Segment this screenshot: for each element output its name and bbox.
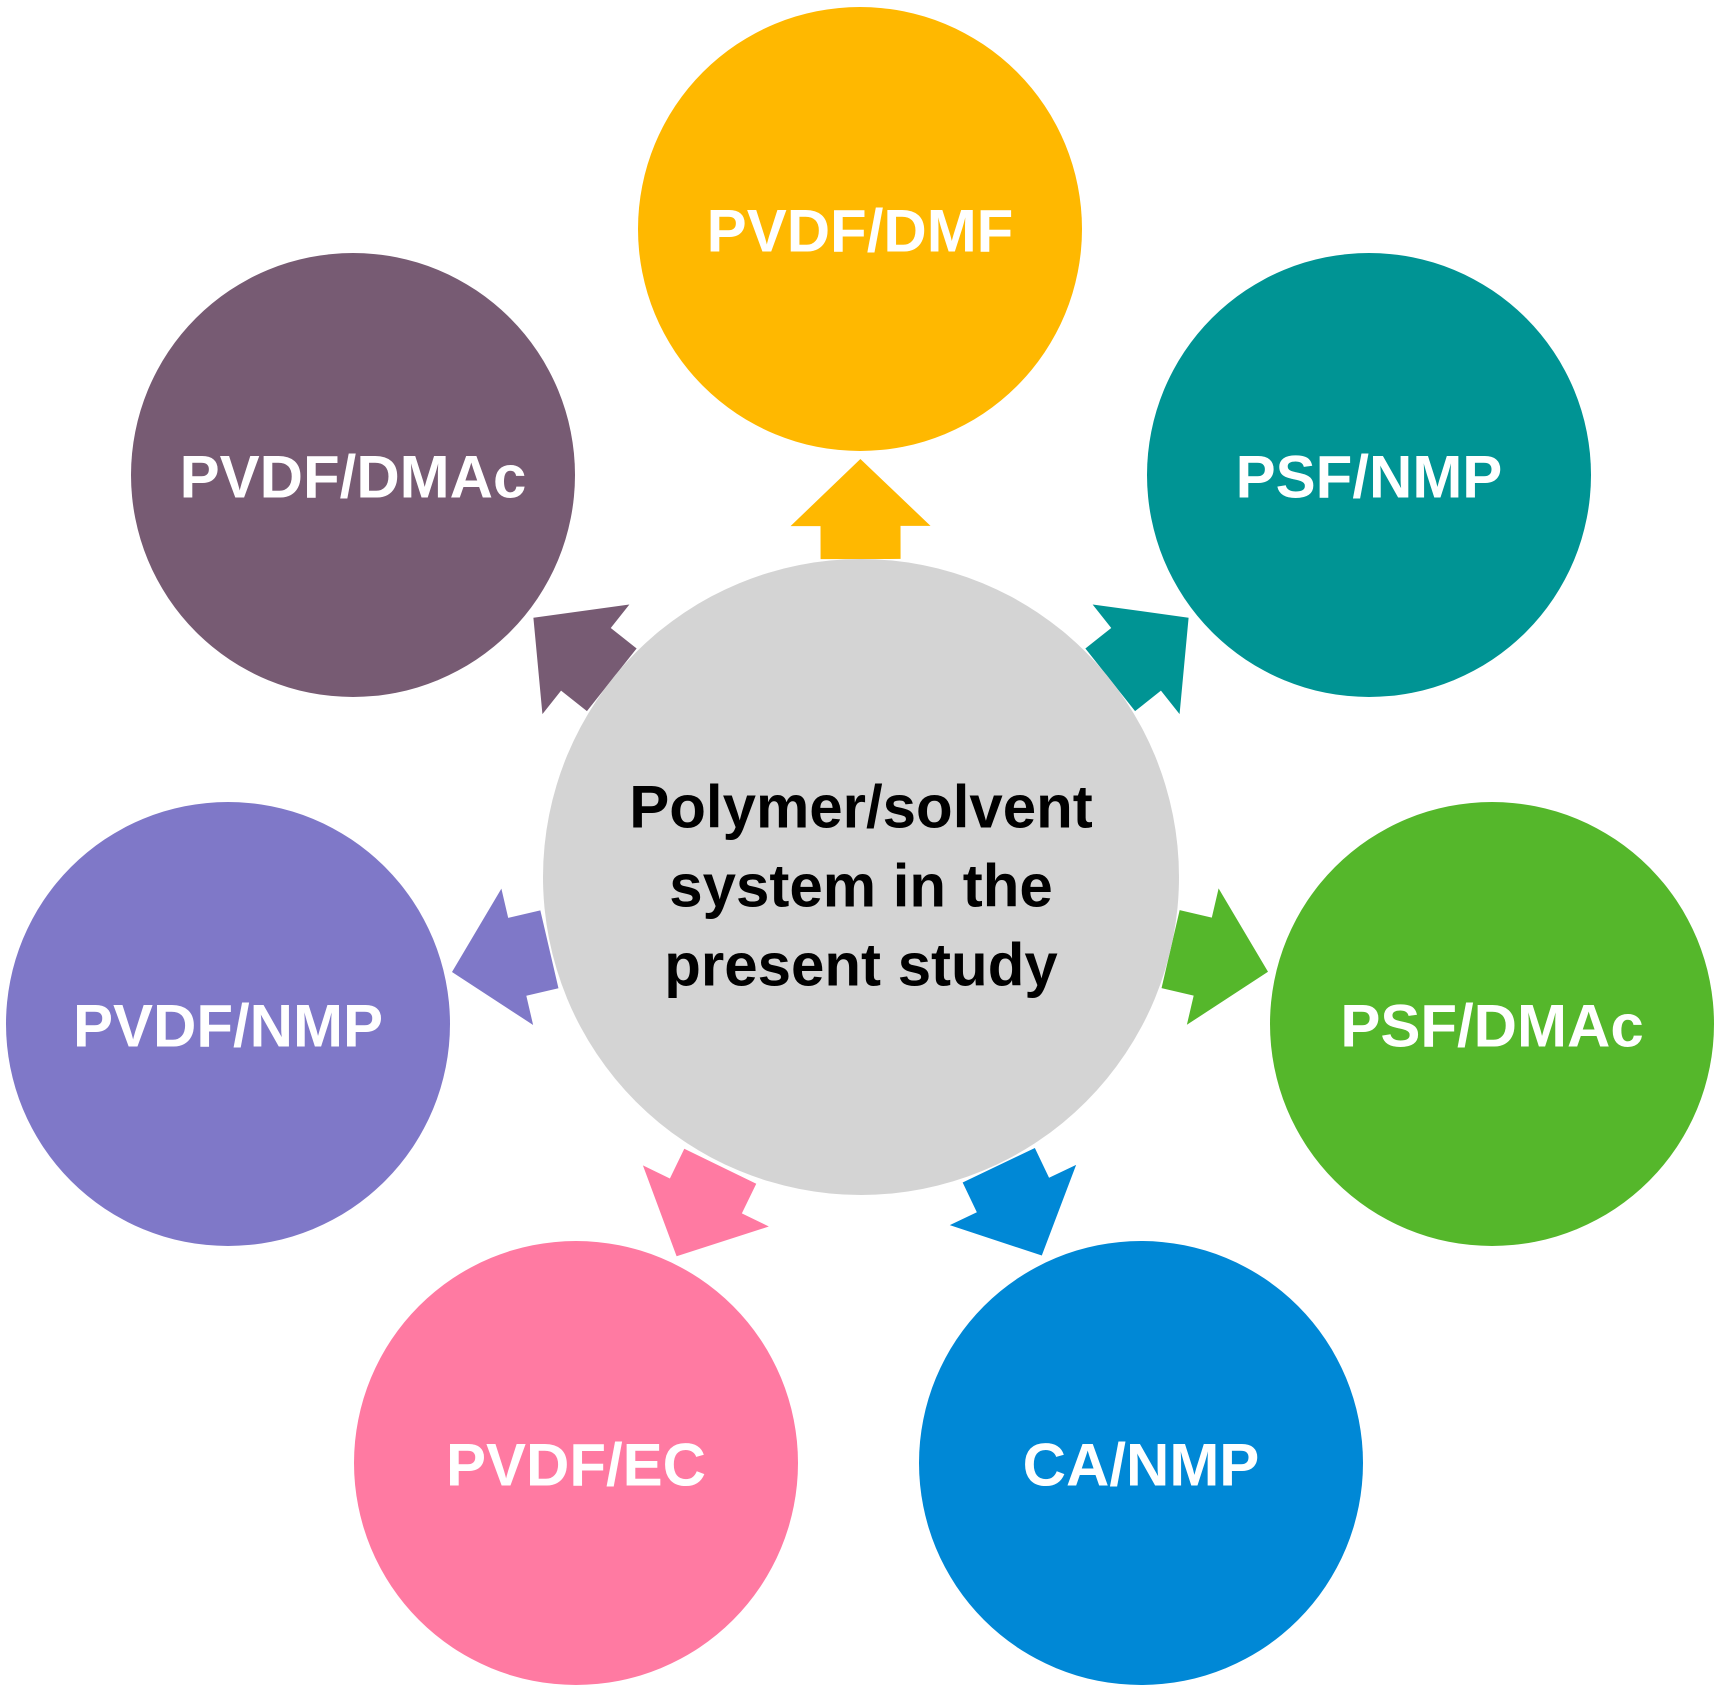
node-psf-dmac: PSF/DMAc (1270, 802, 1714, 1246)
hub-label-line-1: Polymer/solvent (629, 774, 1093, 841)
node-ca-nmp: CA/NMP (919, 1241, 1363, 1685)
arrow-to-ca-nmp (949, 1148, 1077, 1256)
node-label-psf-nmp: PSF/NMP (1236, 444, 1503, 511)
node-pvdf-dmac: PVDF/DMAc (131, 253, 575, 697)
node-circle-pvdf-dmac (131, 253, 575, 697)
node-label-ca-nmp: CA/NMP (1023, 1432, 1260, 1499)
node-circle-pvdf-dmf (638, 7, 1082, 451)
node-circle-pvdf-ec (354, 1241, 798, 1685)
hub-circle (543, 559, 1179, 1195)
node-label-pvdf-dmf: PVDF/DMF (707, 198, 1014, 265)
arrow-to-psf-dmac (1161, 888, 1268, 1025)
node-pvdf-dmf: PVDF/DMF (638, 7, 1082, 451)
node-circle-psf-nmp (1147, 253, 1591, 697)
arrow-to-pvdf-nmp (452, 888, 559, 1025)
arrow-to-pvdf-dmf (790, 459, 931, 560)
hub-label-line-3: present study (664, 932, 1058, 999)
node-circle-pvdf-nmp (6, 802, 450, 1246)
node-label-pvdf-nmp: PVDF/NMP (73, 993, 383, 1060)
node-pvdf-ec: PVDF/EC (354, 1241, 798, 1685)
arrows-layer (452, 459, 1268, 1257)
node-circle-ca-nmp (919, 1241, 1363, 1685)
arrow-to-pvdf-ec (642, 1148, 769, 1257)
node-label-pvdf-ec: PVDF/EC (446, 1432, 706, 1499)
node-label-pvdf-dmac: PVDF/DMAc (180, 444, 527, 511)
arrow-to-psf-nmp (1085, 604, 1189, 715)
hub-node: Polymer/solvent system in the present st… (543, 559, 1179, 1195)
node-psf-nmp: PSF/NMP (1147, 253, 1591, 697)
node-circle-psf-dmac (1270, 802, 1714, 1246)
hub-label-line-2: system in the (669, 853, 1052, 920)
arrow-to-pvdf-dmac (533, 604, 637, 715)
node-label-psf-dmac: PSF/DMAc (1340, 993, 1643, 1060)
node-pvdf-nmp: PVDF/NMP (6, 802, 450, 1246)
